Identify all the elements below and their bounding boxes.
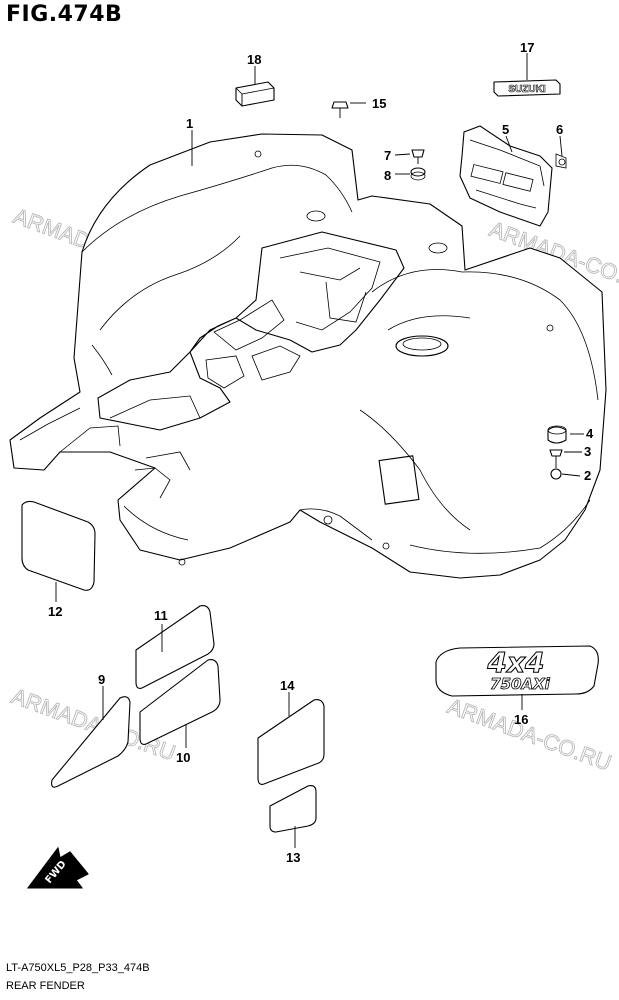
decal-9-part <box>51 696 131 788</box>
model-emblem-part: 4x4 750AXi <box>435 645 599 697</box>
decal-13-part <box>269 785 317 833</box>
fasteners <box>331 101 567 480</box>
decal-12-part <box>21 500 96 591</box>
callout-1: 1 <box>186 116 193 131</box>
callout-10: 10 <box>176 750 190 765</box>
leader-lines <box>55 53 584 848</box>
callout-5: 5 <box>502 122 509 137</box>
figure-title: FIG.474B <box>6 2 123 27</box>
fourbyfour-emblem-text: 4x4 <box>486 646 544 679</box>
callout-2: 2 <box>584 468 591 483</box>
callout-8: 8 <box>384 168 391 183</box>
fwd-direction-arrow: FWD <box>27 846 89 889</box>
decal-10-part <box>139 659 221 745</box>
rear-fender-part <box>9 133 607 579</box>
callout-6: 6 <box>556 122 563 137</box>
callouts: 1 2 3 4 5 6 7 8 9 10 11 12 13 14 15 16 1… <box>48 40 594 865</box>
callout-7: 7 <box>384 148 391 163</box>
decal-11-part <box>135 605 215 689</box>
callout-16: 16 <box>514 712 528 727</box>
callout-13: 13 <box>286 850 300 865</box>
decals <box>21 500 325 833</box>
callout-14: 14 <box>280 678 295 693</box>
callout-17: 17 <box>520 40 534 55</box>
callout-9: 9 <box>98 672 105 687</box>
model-emblem-text: 750AXi <box>490 675 550 693</box>
decal-14-part <box>257 699 325 785</box>
diagram-name: REAR FENDER <box>6 980 85 992</box>
suzuki-emblem-part: SUZUKI <box>493 79 561 97</box>
callout-15: 15 <box>372 96 386 111</box>
callout-3: 3 <box>584 444 591 459</box>
callout-11: 11 <box>154 608 168 623</box>
callout-12: 12 <box>48 604 62 619</box>
callout-4: 4 <box>586 426 594 441</box>
diagram-code: LT-A750XL5_P28_P33_474B <box>6 962 150 974</box>
bracket-part <box>459 125 567 227</box>
pad-part <box>235 81 275 107</box>
suzuki-emblem-text: SUZUKI <box>508 84 545 95</box>
callout-18: 18 <box>247 52 261 67</box>
watermark-5: ARMADA-CO.RU <box>444 693 615 775</box>
